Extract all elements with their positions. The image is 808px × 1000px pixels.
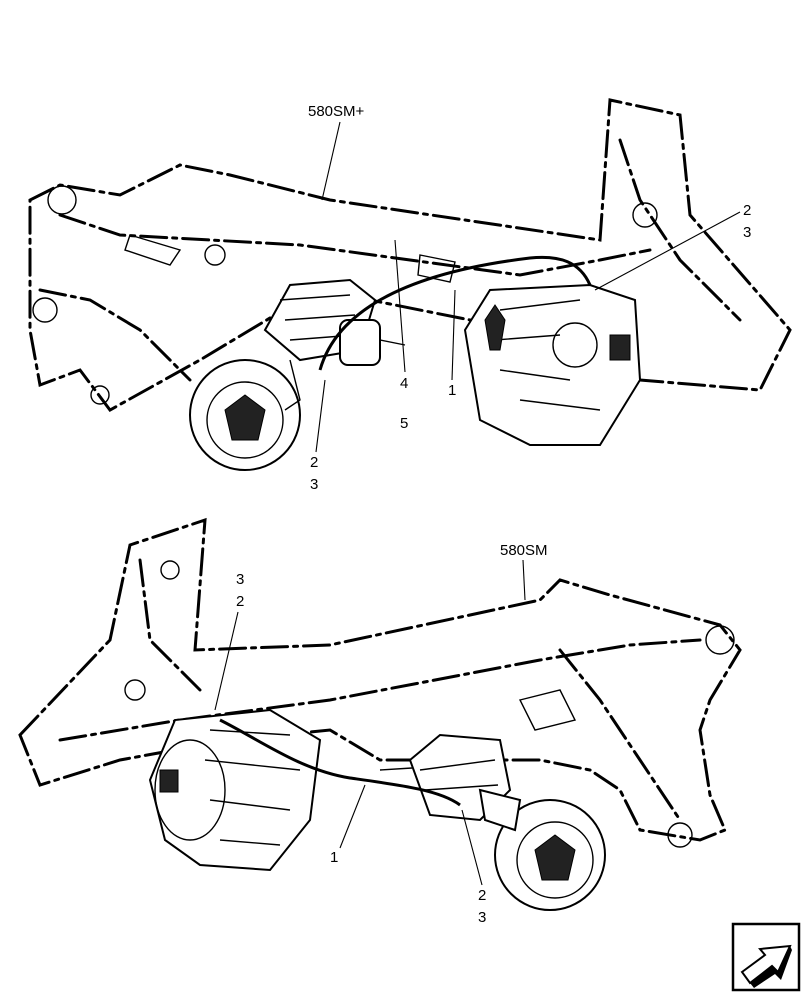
lower-axle-assembly — [379, 733, 606, 911]
upper-callout-1: 1 — [448, 382, 456, 399]
upper-chassis-frame — [28, 98, 792, 412]
lower-hose — [219, 718, 461, 807]
upper-view: 580SM+ 2 3 4 5 1 2 3 — [28, 98, 792, 493]
upper-axle-assembly — [189, 278, 406, 471]
lower-variant-label: 580SM — [500, 542, 548, 559]
upper-callout-2-left: 2 — [310, 454, 318, 471]
lower-transmission — [148, 708, 322, 872]
upper-callout-1-leader — [451, 289, 456, 381]
lower-callout-2-top-leader — [214, 611, 239, 711]
upper-callout-2-right-leader — [594, 211, 741, 291]
lower-view: 580SM 3 2 1 2 3 — [18, 517, 742, 926]
upper-callout-2-right: 2 — [743, 202, 751, 219]
arrow-icon[interactable] — [731, 922, 801, 992]
upper-callout-4-leader — [394, 239, 406, 373]
upper-callout-4: 4 — [400, 375, 408, 392]
lower-callout-2-top: 2 — [236, 593, 244, 610]
upper-callout-2-left-leader — [315, 379, 326, 453]
lower-callout-3-top: 3 — [236, 571, 244, 588]
upper-variant-leader — [321, 121, 341, 201]
lower-callout-3-bottom: 3 — [478, 909, 486, 926]
upper-variant-label: 580SM+ — [308, 103, 365, 120]
lower-callout-2-bottom-leader — [461, 809, 483, 886]
upper-callout-3-left: 3 — [310, 476, 318, 493]
upper-callout-3-right: 3 — [743, 224, 751, 241]
upper-hose — [318, 255, 592, 371]
lower-callout-1-leader — [339, 784, 366, 849]
upper-transmission — [463, 283, 642, 446]
lower-callout-1: 1 — [330, 849, 338, 866]
lower-variant-leader — [522, 559, 526, 601]
lower-chassis-frame — [18, 517, 742, 848]
lower-callout-2-bottom: 2 — [478, 887, 486, 904]
upper-callout-5: 5 — [400, 415, 408, 432]
